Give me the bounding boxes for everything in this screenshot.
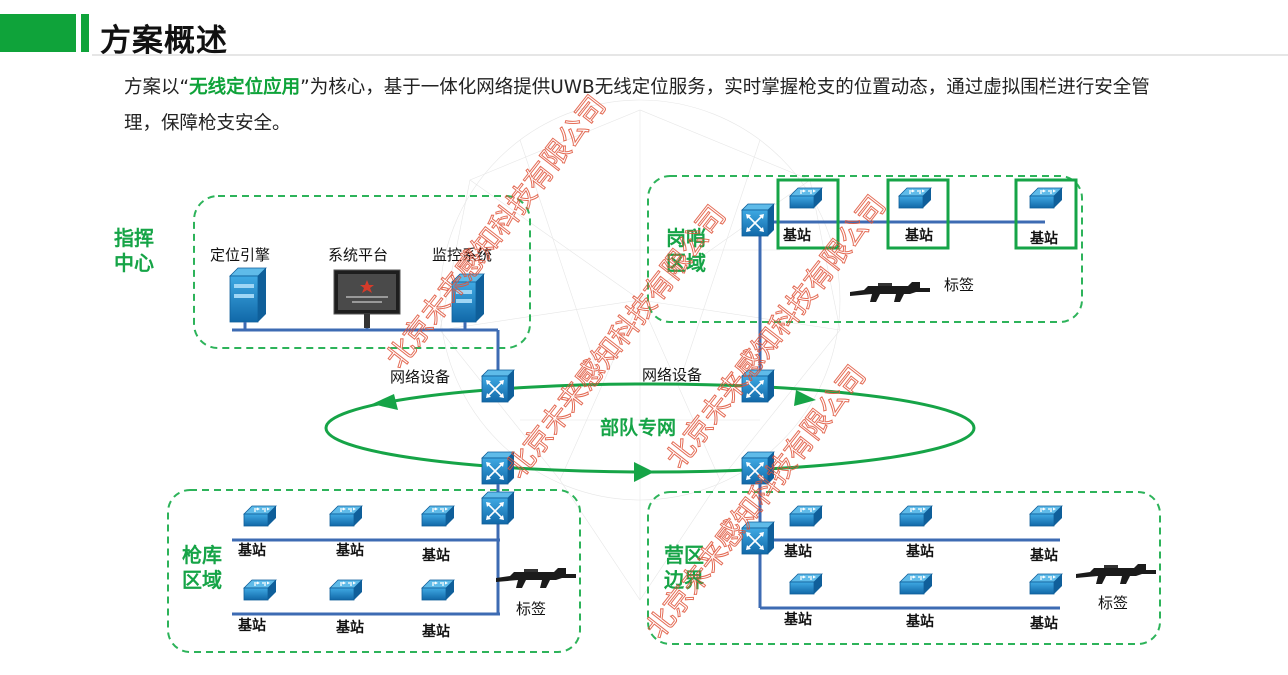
- monitor-server-icon: [451, 273, 485, 323]
- base-station-label: 基站: [784, 543, 812, 560]
- base-station-label: 基站: [336, 542, 364, 559]
- network-device-right-label: 网络设备: [642, 366, 702, 384]
- tag-label: 标签: [516, 600, 546, 618]
- zone-command-label-2: 中心: [114, 251, 154, 275]
- base-station-icon: [1029, 187, 1063, 209]
- sentry-station-frame-3: [1014, 178, 1078, 250]
- intro-highlight: 无线定位应用: [189, 77, 301, 98]
- base-station-label: 基站: [1030, 615, 1058, 632]
- intro-pre: 方案以“: [124, 77, 190, 98]
- base-station-icon: [1029, 505, 1063, 527]
- base-station-icon: [421, 505, 455, 527]
- base-station-icon: [898, 187, 932, 209]
- background-pattern: [439, 99, 841, 601]
- zone-command-label-1: 指挥: [114, 226, 154, 250]
- zone-sentry-label-1: 岗哨: [666, 226, 706, 250]
- base-station-label: 基站: [783, 227, 811, 244]
- sentry-station-frame-1: [776, 178, 840, 250]
- network-switch-icon: [481, 491, 515, 525]
- base-station-icon: [1029, 573, 1063, 595]
- ring-arrow-left: [372, 394, 398, 410]
- base-station-label: 基站: [238, 617, 266, 634]
- ring-arrow-right: [794, 390, 816, 406]
- base-station-label: 基站: [905, 227, 933, 244]
- platform-label: 系统平台: [328, 246, 388, 264]
- zone-camp-border: [647, 491, 1161, 645]
- base-station-label: 基站: [1030, 230, 1058, 247]
- network-switch-icon: [481, 369, 515, 403]
- base-station-icon: [329, 579, 363, 601]
- page-title: 方案概述: [100, 23, 228, 59]
- rifle-tag-icon: [496, 568, 576, 588]
- network-device-left-label: 网络设备: [390, 368, 450, 386]
- base-station-icon: [789, 187, 823, 209]
- tag-label: 标签: [944, 276, 974, 294]
- zone-camp-label-2: 边界: [663, 568, 704, 592]
- intro-post: ”为核心，基于一体化网络提供UWB无线定位服务，实时掌握枪支的位置动态，通过虚拟…: [124, 77, 1150, 134]
- engine-server-icon: [229, 267, 267, 323]
- sentry-bus: [758, 220, 1045, 372]
- network-switch-icon: [741, 203, 775, 237]
- base-station-icon: [243, 579, 277, 601]
- base-station-label: 基站: [336, 619, 364, 636]
- zone-camp-label-1: 营区: [664, 543, 704, 567]
- rifle-tag-icon: [1076, 564, 1156, 584]
- ring-arrow-bottom: [634, 462, 654, 482]
- base-station-icon: [243, 505, 277, 527]
- base-station-label: 基站: [422, 623, 450, 640]
- platform-display-icon: [333, 269, 401, 328]
- zone-sentry-border: [647, 175, 1083, 323]
- base-station-label: 基站: [238, 542, 266, 559]
- zone-armory-label-2: 区域: [182, 568, 222, 592]
- intro-paragraph: 方案以“无线定位应用”为核心，基于一体化网络提供UWB无线定位服务，实时掌握枪支…: [124, 70, 1184, 142]
- base-station-label: 基站: [906, 613, 934, 630]
- zone-sentry-label-2: 区域: [666, 251, 706, 275]
- base-station-label: 基站: [784, 611, 812, 628]
- monitor-label: 监控系统: [432, 246, 492, 264]
- watermark-text: 北京未来感知科技有限公司: [380, 89, 613, 374]
- base-station-icon: [899, 573, 933, 595]
- base-station-icon: [789, 573, 823, 595]
- title-accent-bar-small: [81, 14, 89, 52]
- title-accent-bar: [0, 14, 76, 52]
- engine-label: 定位引擎: [210, 246, 270, 264]
- title-divider: [92, 54, 1288, 56]
- base-station-label: 基站: [1030, 547, 1058, 564]
- base-station-icon: [329, 505, 363, 527]
- sentry-station-frame-2: [886, 178, 950, 250]
- ring-network-label: 部队专网: [600, 416, 676, 439]
- tag-label: 标签: [1098, 594, 1128, 612]
- base-station-icon: [789, 505, 823, 527]
- zone-command-border: [193, 195, 531, 349]
- command-bus: [232, 322, 500, 372]
- zone-armory-label-1: 枪库: [182, 543, 222, 567]
- base-station-label: 基站: [906, 543, 934, 560]
- rifle-tag-icon: [850, 282, 930, 302]
- base-station-label: 基站: [422, 547, 450, 564]
- base-station-icon: [899, 505, 933, 527]
- zone-armory-border: [167, 489, 581, 653]
- base-station-icon: [421, 579, 455, 601]
